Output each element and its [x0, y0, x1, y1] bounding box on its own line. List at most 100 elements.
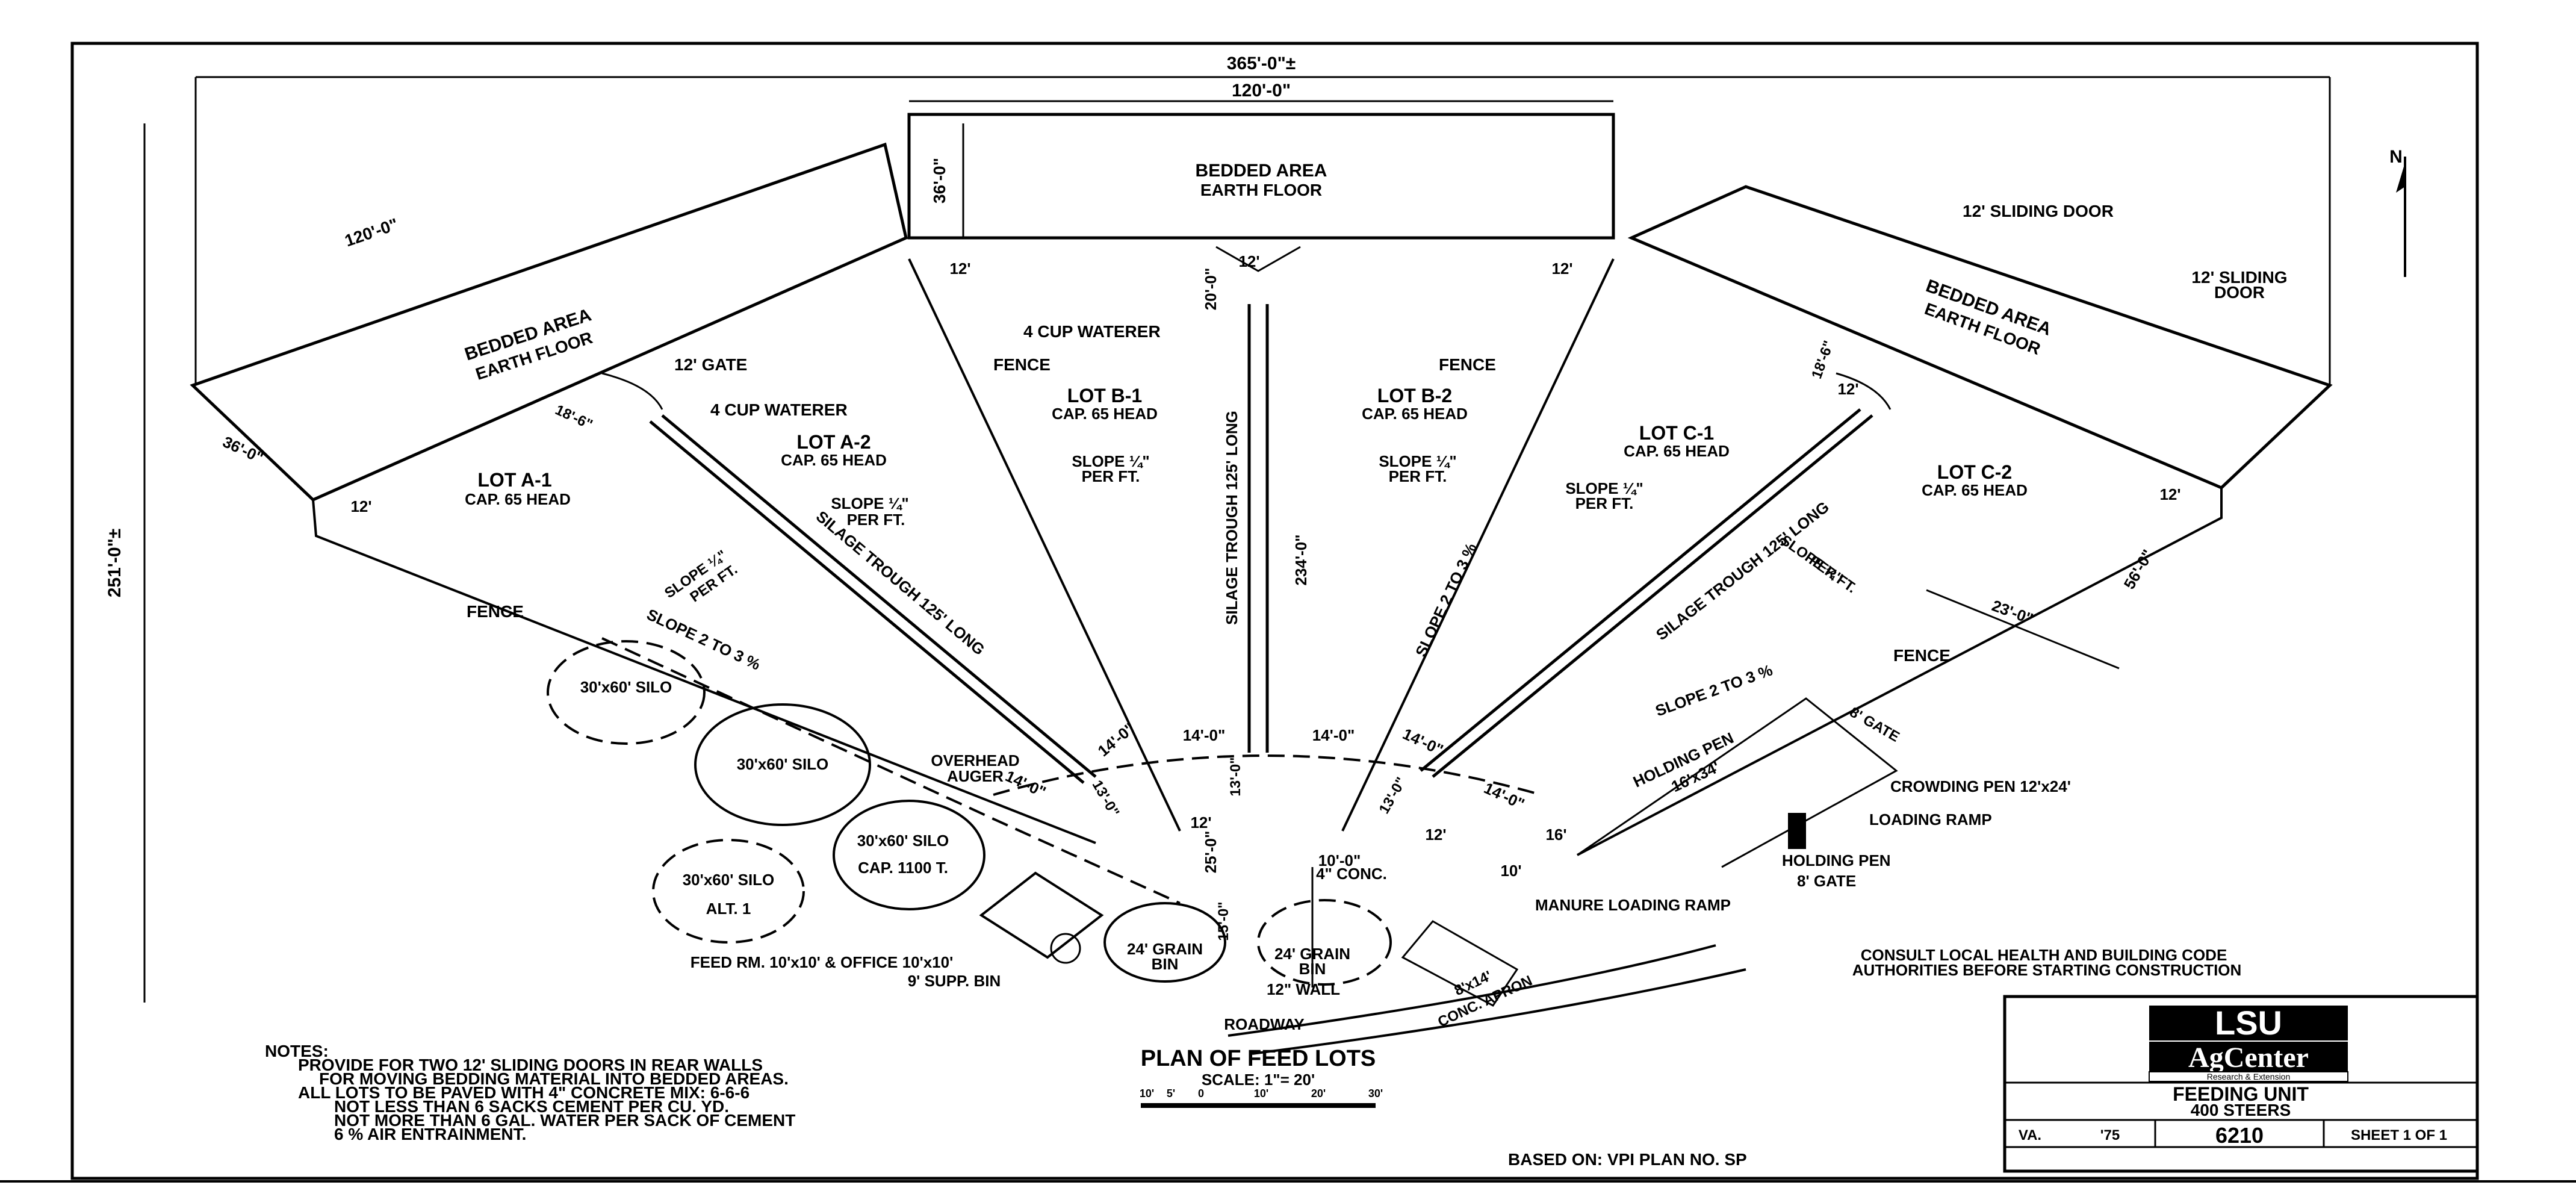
slope23-left: SLOPE 2 TO 3 % [644, 605, 763, 674]
sliding-door-label-2b: DOOR [2214, 283, 2265, 302]
twelve-d: 12' [2159, 485, 2180, 503]
overhead-auger-path [993, 754, 1542, 796]
lot-c2-fence [1577, 488, 2223, 856]
right-silage-trough-edge [1420, 408, 1861, 772]
scale-bar [1141, 1103, 1376, 1108]
state-cell: VA. [2019, 1127, 2041, 1143]
dim-13c: 13'-0" [1376, 774, 1410, 816]
bedded-width-dim: 120'-0" [1232, 81, 1291, 101]
wall-label: 12" WALL [1267, 980, 1340, 998]
manure-ramp-label: MANURE LOADING RAMP [1535, 896, 1731, 914]
right-gate-dim: 18'-6" [1808, 338, 1837, 381]
trough-center-dim: 234'-0" [1292, 534, 1310, 585]
dim-13a: 13'-0" [1089, 777, 1123, 819]
unit-title: FEEDING UNIT [2173, 1083, 2309, 1105]
left-bedded-area [190, 142, 908, 502]
dim-14c: 14'-0" [1312, 726, 1355, 744]
scale-tick-0: 10' [1140, 1087, 1154, 1099]
left-gate-dim: 18'-6" [553, 402, 595, 433]
roadway-edge-2 [1252, 968, 1746, 1055]
logo-top-text: LSU [2215, 1004, 2282, 1042]
silo-4-alt: ALT. 1 [706, 900, 751, 918]
lot-a2-b1-fence [908, 258, 1181, 832]
dim-15: 15'-0" [1215, 901, 1232, 941]
drawing-border [70, 42, 2479, 1180]
waterer-left-label: 4 CUP WATERER [710, 400, 848, 419]
center-bedded-sublabel: EARTH FLOOR [1200, 181, 1322, 199]
holding-pen2-label: HOLDING PEN [1782, 851, 1891, 869]
logo-sub-text: Research & Extension [2207, 1072, 2291, 1081]
note-6: 6 % AIR ENTRAINMENT. [334, 1125, 526, 1143]
slope23-center: SLOPE 2 TO 3 % [1412, 540, 1480, 659]
notes-heading: NOTES: [265, 1042, 329, 1060]
dim-16: 16' [1545, 826, 1566, 844]
right-width-dim: 23'-0" [1990, 596, 2036, 627]
lot-a1-name: LOT A-1 [477, 469, 551, 491]
note-1: PROVIDE FOR TWO 12' SLIDING DOORS IN REA… [298, 1056, 763, 1074]
left-bedded-width-dim: 120'-0" [343, 214, 401, 250]
year-cell: '75 [2100, 1127, 2120, 1143]
scale-tick-5: 30' [1368, 1087, 1383, 1099]
slope-a2-b: PER FT. [847, 511, 905, 529]
lot-a1-fence [312, 499, 1096, 844]
dim-10b: 10' [1500, 862, 1521, 880]
note-3: ALL LOTS TO BE PAVED WITH 4" CONCRETE MI… [298, 1083, 750, 1102]
logo-top-band [2149, 1006, 2348, 1040]
lot-b1-name: LOT B-1 [1067, 385, 1142, 406]
plan-scale: SCALE: 1"= 20' [1202, 1071, 1315, 1089]
north-label: N [2389, 147, 2403, 167]
consult-line-1: CONSULT LOCAL HEALTH AND BUILDING CODE [1861, 946, 2227, 964]
gate8-bottom-label: 8' GATE [1797, 872, 1856, 890]
silo-1-label: 30'x60' SILO [580, 678, 672, 696]
crowding-pen-label: CROWDING PEN 12'x24' [1890, 777, 2071, 795]
grain-bin-1-label-a: 24' GRAIN [1127, 940, 1203, 958]
silo-2 [694, 703, 871, 826]
lot-b2-name: LOT B-2 [1377, 385, 1452, 406]
feed-room-label: FEED RM. 10'x10' & OFFICE 10'x10' [691, 953, 954, 971]
gate12-right-label: 12' [1837, 380, 1858, 398]
lot-c1-cap: CAP. 65 HEAD [1624, 442, 1730, 460]
silo-3 [833, 800, 985, 910]
left-silage-trough-edge [661, 414, 1097, 778]
logo-mid-text: AgCenter [2188, 1042, 2309, 1074]
feed-room-office [979, 871, 1104, 959]
gate8-top-label: 8' GATE [1847, 704, 1902, 745]
lot-c2-cap: CAP. 65 HEAD [1922, 481, 2028, 499]
waterer-center-label: 4 CUP WATERER [1023, 322, 1161, 341]
dim-10: 10'-0" [1318, 851, 1361, 869]
silo-4-label: 30'x60' SILO [683, 871, 775, 889]
north-arrow-head-icon [2396, 163, 2405, 193]
trough-center-label: SILAGE TROUGH 125' LONG [1223, 411, 1241, 625]
gate12-left-label: 12' GATE [674, 355, 747, 374]
twelve-c: 12' [350, 497, 371, 515]
dim-14a: 14'-0" [1094, 719, 1138, 760]
auger-label-1: OVERHEAD [931, 751, 1019, 770]
grain-bin-2 [1257, 899, 1392, 986]
center-bedded-area [907, 113, 1615, 240]
silo-3-label: 30'x60' SILO [857, 832, 949, 850]
based-on: BASED ON: VPI PLAN NO. SP [1508, 1150, 1747, 1169]
logo-sub-band [2149, 1071, 2348, 1082]
sliding-door-label-2a: 12' SLIDING [2191, 268, 2287, 287]
logo-mid-band [2149, 1042, 2348, 1072]
lot-b2-c1-fence [1341, 258, 1615, 832]
silo-1 [547, 640, 706, 745]
lot-c1-name: LOT C-1 [1639, 422, 1714, 444]
twelve-f: 12' [1190, 813, 1211, 832]
right-bedded-area [1627, 185, 2333, 490]
slope-c2-b: PER FT. [1806, 552, 1860, 596]
bedded-depth-dim: 36'-0" [930, 158, 949, 204]
slope23-right: SLOPE 2 TO 3 % [1653, 661, 1775, 720]
supp-bin-label: 9' SUPP. BIN [908, 972, 1001, 990]
scale-tick-3: 10' [1254, 1087, 1268, 1099]
roadway-edge-1 [1227, 944, 1716, 1037]
sliding-door-label-1: 12' SLIDING DOOR [1963, 202, 2114, 220]
grain-bin-2-label-b: BIN [1299, 960, 1326, 978]
lot-b2-cap: CAP. 65 HEAD [1362, 405, 1468, 423]
note-5: NOT MORE THAN 6 GAL. WATER PER SACK OF C… [334, 1111, 795, 1130]
center-gate-arc [1215, 246, 1301, 272]
note-2: FOR MOVING BEDDING MATERIAL INTO BEDDED … [319, 1069, 789, 1088]
grain-bin-1-label-b: BIN [1152, 955, 1179, 973]
slope-b1-b: PER FT. [1082, 467, 1140, 485]
